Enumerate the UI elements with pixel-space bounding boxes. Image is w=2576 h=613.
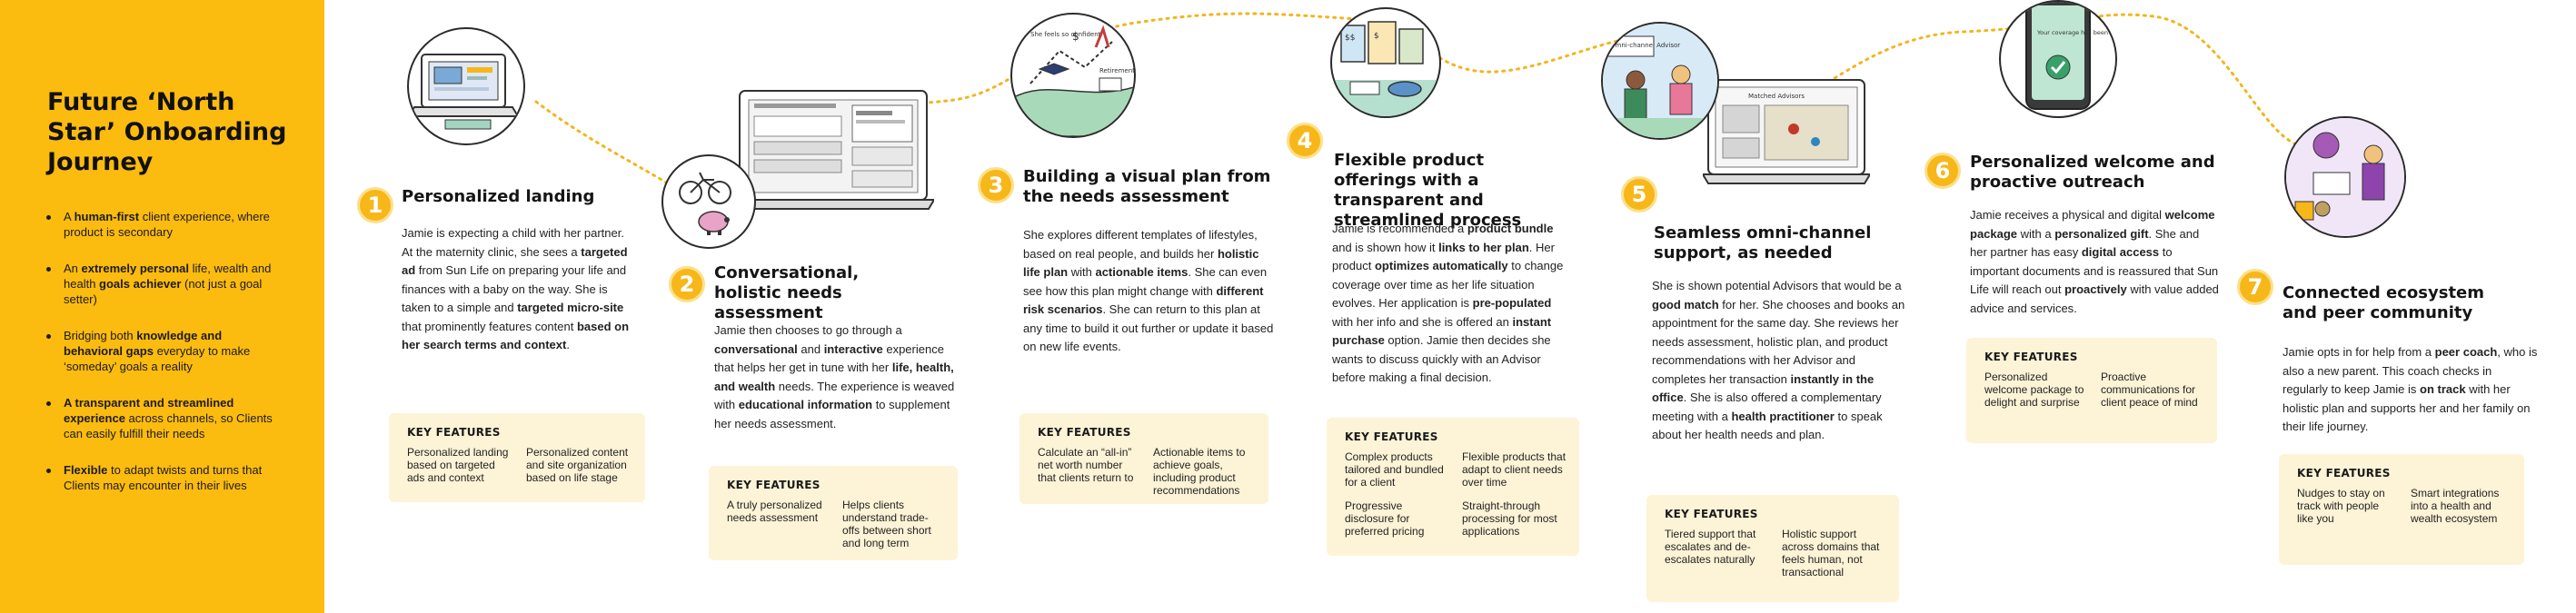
key-features-card: KEY FEATURES Personalized welcome packag… [1966, 338, 2217, 443]
matched-advisors-laptop-icon: Matched Advisors [1701, 78, 1872, 191]
key-feature-item: Personalized welcome package to delight … [1984, 371, 2084, 409]
key-features-card: KEY FEATURES A truly personalized needs … [709, 466, 958, 560]
step-title: Flexible product offerings with a transp… [1334, 151, 1522, 230]
key-features-card: KEY FEATURES Personalized landing based … [389, 413, 645, 502]
bicycle-piggy-bank-icon [661, 154, 756, 249]
step-description: Jamie receives a physical and digital we… [1970, 208, 2219, 315]
principle-item: Bridging both knowledge and behavioral g… [45, 328, 283, 374]
principle-item: An extremely personal life, wealth and h… [45, 261, 283, 307]
key-features-card: KEY FEATURES Tiered support that escalat… [1646, 495, 1899, 602]
key-features-title: KEY FEATURES [727, 479, 821, 491]
key-features-title: KEY FEATURES [2297, 467, 2391, 480]
key-features-card: KEY FEATURES Complex products tailored a… [1327, 418, 1579, 556]
sidebar: Future ‘North Star’ Onboarding Journey A… [0, 0, 324, 613]
step-badge: 6 [1925, 153, 1961, 189]
key-feature-item: Flexible products that adapt to client n… [1462, 450, 1566, 489]
step-badge: 3 [978, 167, 1014, 203]
phone-notification-icon: Your coverage has been updated! [1999, 0, 2117, 118]
principles-list: A human-first client experience, where p… [45, 209, 283, 514]
key-feature-item: Proactive communications for client peac… [2101, 371, 2198, 409]
step-badge: 4 [1287, 123, 1323, 159]
graduation-plan-icon: She feels so confident $ Retirement [1010, 13, 1136, 138]
key-feature-item: Straight-through processing for most app… [1462, 499, 1557, 538]
step-description: Jamie is recommended a product bundle an… [1332, 222, 1564, 384]
key-feature-item: Calculate an “all-in” net worth number t… [1038, 446, 1134, 484]
key-feature-item: Progressive disclosure for preferred pri… [1345, 499, 1425, 538]
product-cards-icon: $$ $ [1330, 7, 1441, 118]
step-title: Building a visual plan from the needs as… [1023, 167, 1271, 206]
step-description: Jamie opts in for help from a peer coach… [2283, 345, 2538, 433]
key-feature-item: Personalized landing based on targeted a… [407, 446, 509, 484]
key-feature-item: A truly personalized needs assessment [727, 499, 822, 524]
key-features-title: KEY FEATURES [1345, 430, 1438, 443]
principle-item: A transparent and streamlined experience… [45, 395, 283, 441]
plan-retirement-label: Retirement [1099, 67, 1134, 74]
key-feature-item: Helps clients understand trade-offs betw… [842, 499, 931, 549]
step-description: She is shown potential Advisors that wou… [1652, 279, 1905, 441]
key-feature-item: Holistic support across domains that fee… [1782, 528, 1880, 578]
peer-coach-icon [2284, 116, 2406, 238]
phone-message-label: Your coverage has been updated! [2036, 29, 2115, 36]
needs-assessment-laptop-icon [731, 89, 936, 216]
principle-item: Flexible to adapt twists and turns that … [45, 462, 283, 493]
card-price-label-a: $$ [1345, 34, 1355, 43]
matched-advisors-label: Matched Advisors [1748, 93, 1805, 100]
key-feature-item: Tiered support that escalates and de-esc… [1665, 528, 1756, 566]
laptop-ad-icon [407, 27, 525, 145]
key-feature-item: Smart integrations into a health and wea… [2411, 487, 2500, 525]
key-feature-item: Actionable items to achieve goals, inclu… [1153, 446, 1246, 497]
step-title: Seamless omni-channel support, as needed [1654, 223, 1872, 262]
step-title: Conversational, holistic needs assessmen… [714, 263, 860, 322]
step-badge: 7 [2237, 269, 2273, 305]
key-feature-item: Personalized content and site organizati… [526, 446, 629, 484]
step-title: Connected ecosystem and peer community [2283, 283, 2485, 322]
key-feature-item: Complex products tailored and bundled fo… [1345, 450, 1444, 489]
card-price-label-b: $ [1374, 32, 1379, 41]
key-features-title: KEY FEATURES [407, 426, 501, 439]
key-features-card: KEY FEATURES Calculate an “all-in” net w… [1019, 413, 1268, 504]
plan-note-label: She feels so confident [1030, 31, 1101, 38]
key-feature-item: Nudges to stay on track with people like… [2297, 487, 2385, 525]
plan-currency-label: $ [1072, 30, 1079, 43]
step-description: She explores different templates of life… [1023, 228, 1274, 353]
step-badge: 2 [669, 266, 705, 302]
key-features-title: KEY FEATURES [1665, 508, 1758, 520]
step-badge: 1 [357, 187, 393, 223]
key-features-title: KEY FEATURES [1984, 351, 2078, 363]
step-title: Personalized welcome and proactive outre… [1970, 153, 2215, 192]
page-title: Future ‘North Star’ Onboarding Journey [47, 88, 287, 176]
omni-channel-advisor-icon: Omni-channel Advisor [1601, 22, 1719, 140]
step-description: Jamie then chooses to go through a conve… [714, 323, 955, 430]
omni-channel-label: Omni-channel Advisor [1610, 42, 1680, 49]
step-badge: 5 [1621, 176, 1657, 213]
step-description: Jamie is expecting a child with her part… [402, 226, 630, 351]
step-title: Personalized landing [402, 187, 595, 206]
principle-item: A human-first client experience, where p… [45, 209, 283, 240]
key-features-title: KEY FEATURES [1038, 426, 1131, 439]
key-features-card: KEY FEATURES Nudges to stay on track wit… [2279, 454, 2524, 565]
